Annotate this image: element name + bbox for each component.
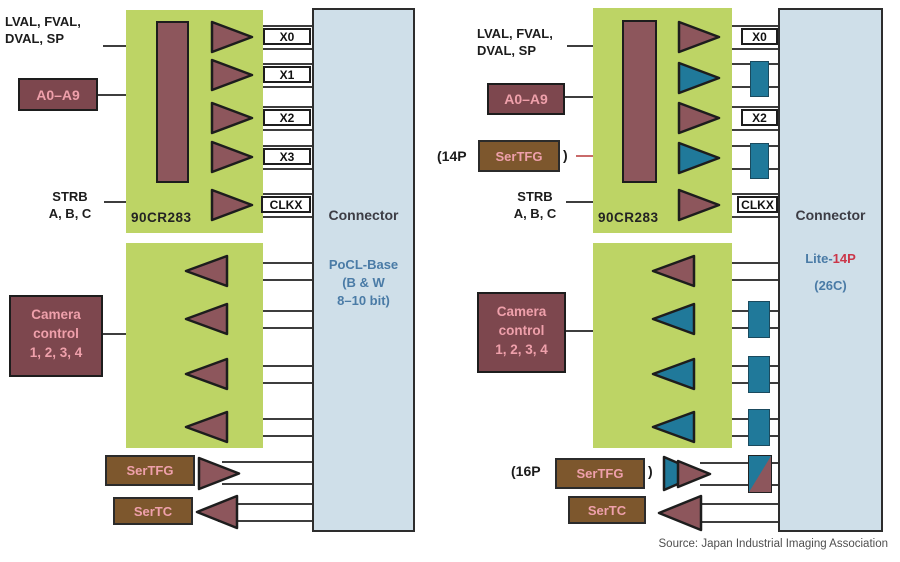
- buffer-right-icon: [210, 188, 254, 222]
- pin-count-suffix: ): [648, 463, 653, 479]
- removed-channel-marker: [750, 143, 769, 179]
- removed-channel-marker: [748, 409, 770, 446]
- sertfg-box: SerTFG: [478, 140, 560, 172]
- video-signals-label: LVAL, FVAL, DVAL, SP: [5, 14, 81, 46]
- pin-count-suffix: ): [563, 147, 568, 163]
- connector-box: Connector PoCL-Base (B & W 8–10 bit): [312, 8, 415, 532]
- signal-line: [699, 216, 778, 218]
- buffer-right-icon: [677, 101, 721, 135]
- buffer-right-icon: [210, 101, 254, 135]
- signal-line: [690, 503, 778, 505]
- signal-line: [222, 461, 312, 463]
- signal-line: [699, 145, 778, 147]
- signal-line: [230, 145, 312, 147]
- signal-line: [699, 48, 778, 50]
- signal-line: [222, 483, 312, 485]
- signal-line: [230, 168, 312, 170]
- buffer-right-icon: [210, 58, 254, 92]
- strobe-label: STRB A, B, C: [48, 189, 92, 221]
- buffer-left-icon: [184, 302, 229, 336]
- connector-type-line2: (26C): [814, 278, 847, 293]
- buffer-right-icon: [677, 20, 721, 54]
- pin-count-prefix: (16P: [511, 463, 541, 479]
- chip-label: 90CR283: [131, 210, 192, 225]
- chip-core: [622, 20, 657, 183]
- buffer-left-icon: [657, 494, 703, 532]
- buffer-right-icon: [210, 140, 254, 174]
- channel-label: X2: [741, 109, 778, 126]
- connector-type: PoCL-Base (B & W 8–10 bit): [328, 257, 399, 308]
- signal-line: [700, 462, 778, 464]
- chip-core: [156, 21, 189, 183]
- removed-buffer-left-icon: [651, 410, 696, 444]
- signal-line: [566, 330, 593, 332]
- channel-label: X2: [263, 109, 311, 126]
- pin-count-prefix: (14P: [437, 148, 467, 164]
- buffer-right-icon: [676, 459, 712, 489]
- buffer-right-icon: [197, 456, 241, 491]
- signal-line: [230, 106, 312, 108]
- removed-channel-marker: [748, 301, 770, 338]
- sertfg-box: SerTFG: [555, 458, 645, 489]
- address-bus-box: A0–A9: [487, 83, 565, 115]
- signal-line: [230, 129, 312, 131]
- camera-control-box: Camera control 1, 2, 3, 4: [9, 295, 103, 377]
- buffer-left-icon: [651, 254, 696, 288]
- buffer-left-icon: [195, 494, 239, 530]
- sertc-box: SerTC: [568, 496, 646, 524]
- buffer-left-icon: [184, 254, 229, 288]
- address-bus-box: A0–A9: [18, 78, 98, 111]
- removed-buffer-right-icon: [677, 141, 721, 175]
- signal-line: [230, 216, 312, 218]
- split-channel-marker-overlay: [749, 456, 771, 492]
- signal-line: [699, 106, 778, 108]
- channel-label: X0: [263, 28, 311, 45]
- buffer-left-icon: [184, 357, 229, 391]
- signal-line: [700, 484, 778, 486]
- signal-line: [699, 25, 778, 27]
- removed-buffer-right-icon: [677, 61, 721, 95]
- signal-line: [699, 129, 778, 131]
- buffer-right-icon: [210, 20, 254, 54]
- channel-label: CLKX: [737, 196, 778, 213]
- signal-line: [230, 25, 312, 27]
- signal-line: [699, 63, 778, 65]
- signal-line: [699, 168, 778, 170]
- connector-title: Connector: [795, 207, 866, 223]
- signal-line: [218, 503, 312, 505]
- channel-label: X1: [263, 66, 311, 83]
- connector-title: Connector: [328, 207, 399, 223]
- camera-control-block: [126, 243, 263, 448]
- buffer-right-icon: [677, 188, 721, 222]
- pin-count-highlight: 14P: [832, 251, 856, 266]
- channel-label: CLKX: [261, 196, 311, 213]
- connector-type: Lite-14P: [805, 251, 856, 266]
- source-credit: Source: Japan Industrial Imaging Associa…: [658, 538, 889, 550]
- removed-channel-marker: [750, 61, 769, 97]
- removed-channel-marker: [748, 356, 770, 393]
- camera-control-box: Camera control 1, 2, 3, 4: [477, 292, 566, 373]
- signal-line: [218, 520, 312, 522]
- signal-line: [230, 63, 312, 65]
- signal-line: [103, 333, 126, 335]
- signal-line: [690, 521, 778, 523]
- chip-label: 90CR283: [598, 210, 659, 225]
- channel-label: X3: [263, 148, 311, 165]
- video-signals-label: LVAL, FVAL, DVAL, SP: [477, 26, 553, 58]
- signal-line: [230, 86, 312, 88]
- signal-line: [230, 48, 312, 50]
- sertc-box: SerTC: [113, 497, 193, 525]
- buffer-left-icon: [184, 410, 229, 444]
- removed-buffer-left-icon: [651, 357, 696, 391]
- removed-buffer-left-icon: [651, 302, 696, 336]
- sertfg-box: SerTFG: [105, 455, 195, 486]
- signal-line: [699, 86, 778, 88]
- signal-line: [699, 193, 778, 195]
- signal-line: [230, 193, 312, 195]
- strobe-label: STRB A, B, C: [513, 189, 557, 221]
- camera-control-block: [593, 243, 732, 448]
- split-channel-marker: [748, 455, 772, 493]
- connector-box: Connector Lite-14P (26C): [778, 8, 883, 532]
- channel-label: X0: [741, 28, 778, 45]
